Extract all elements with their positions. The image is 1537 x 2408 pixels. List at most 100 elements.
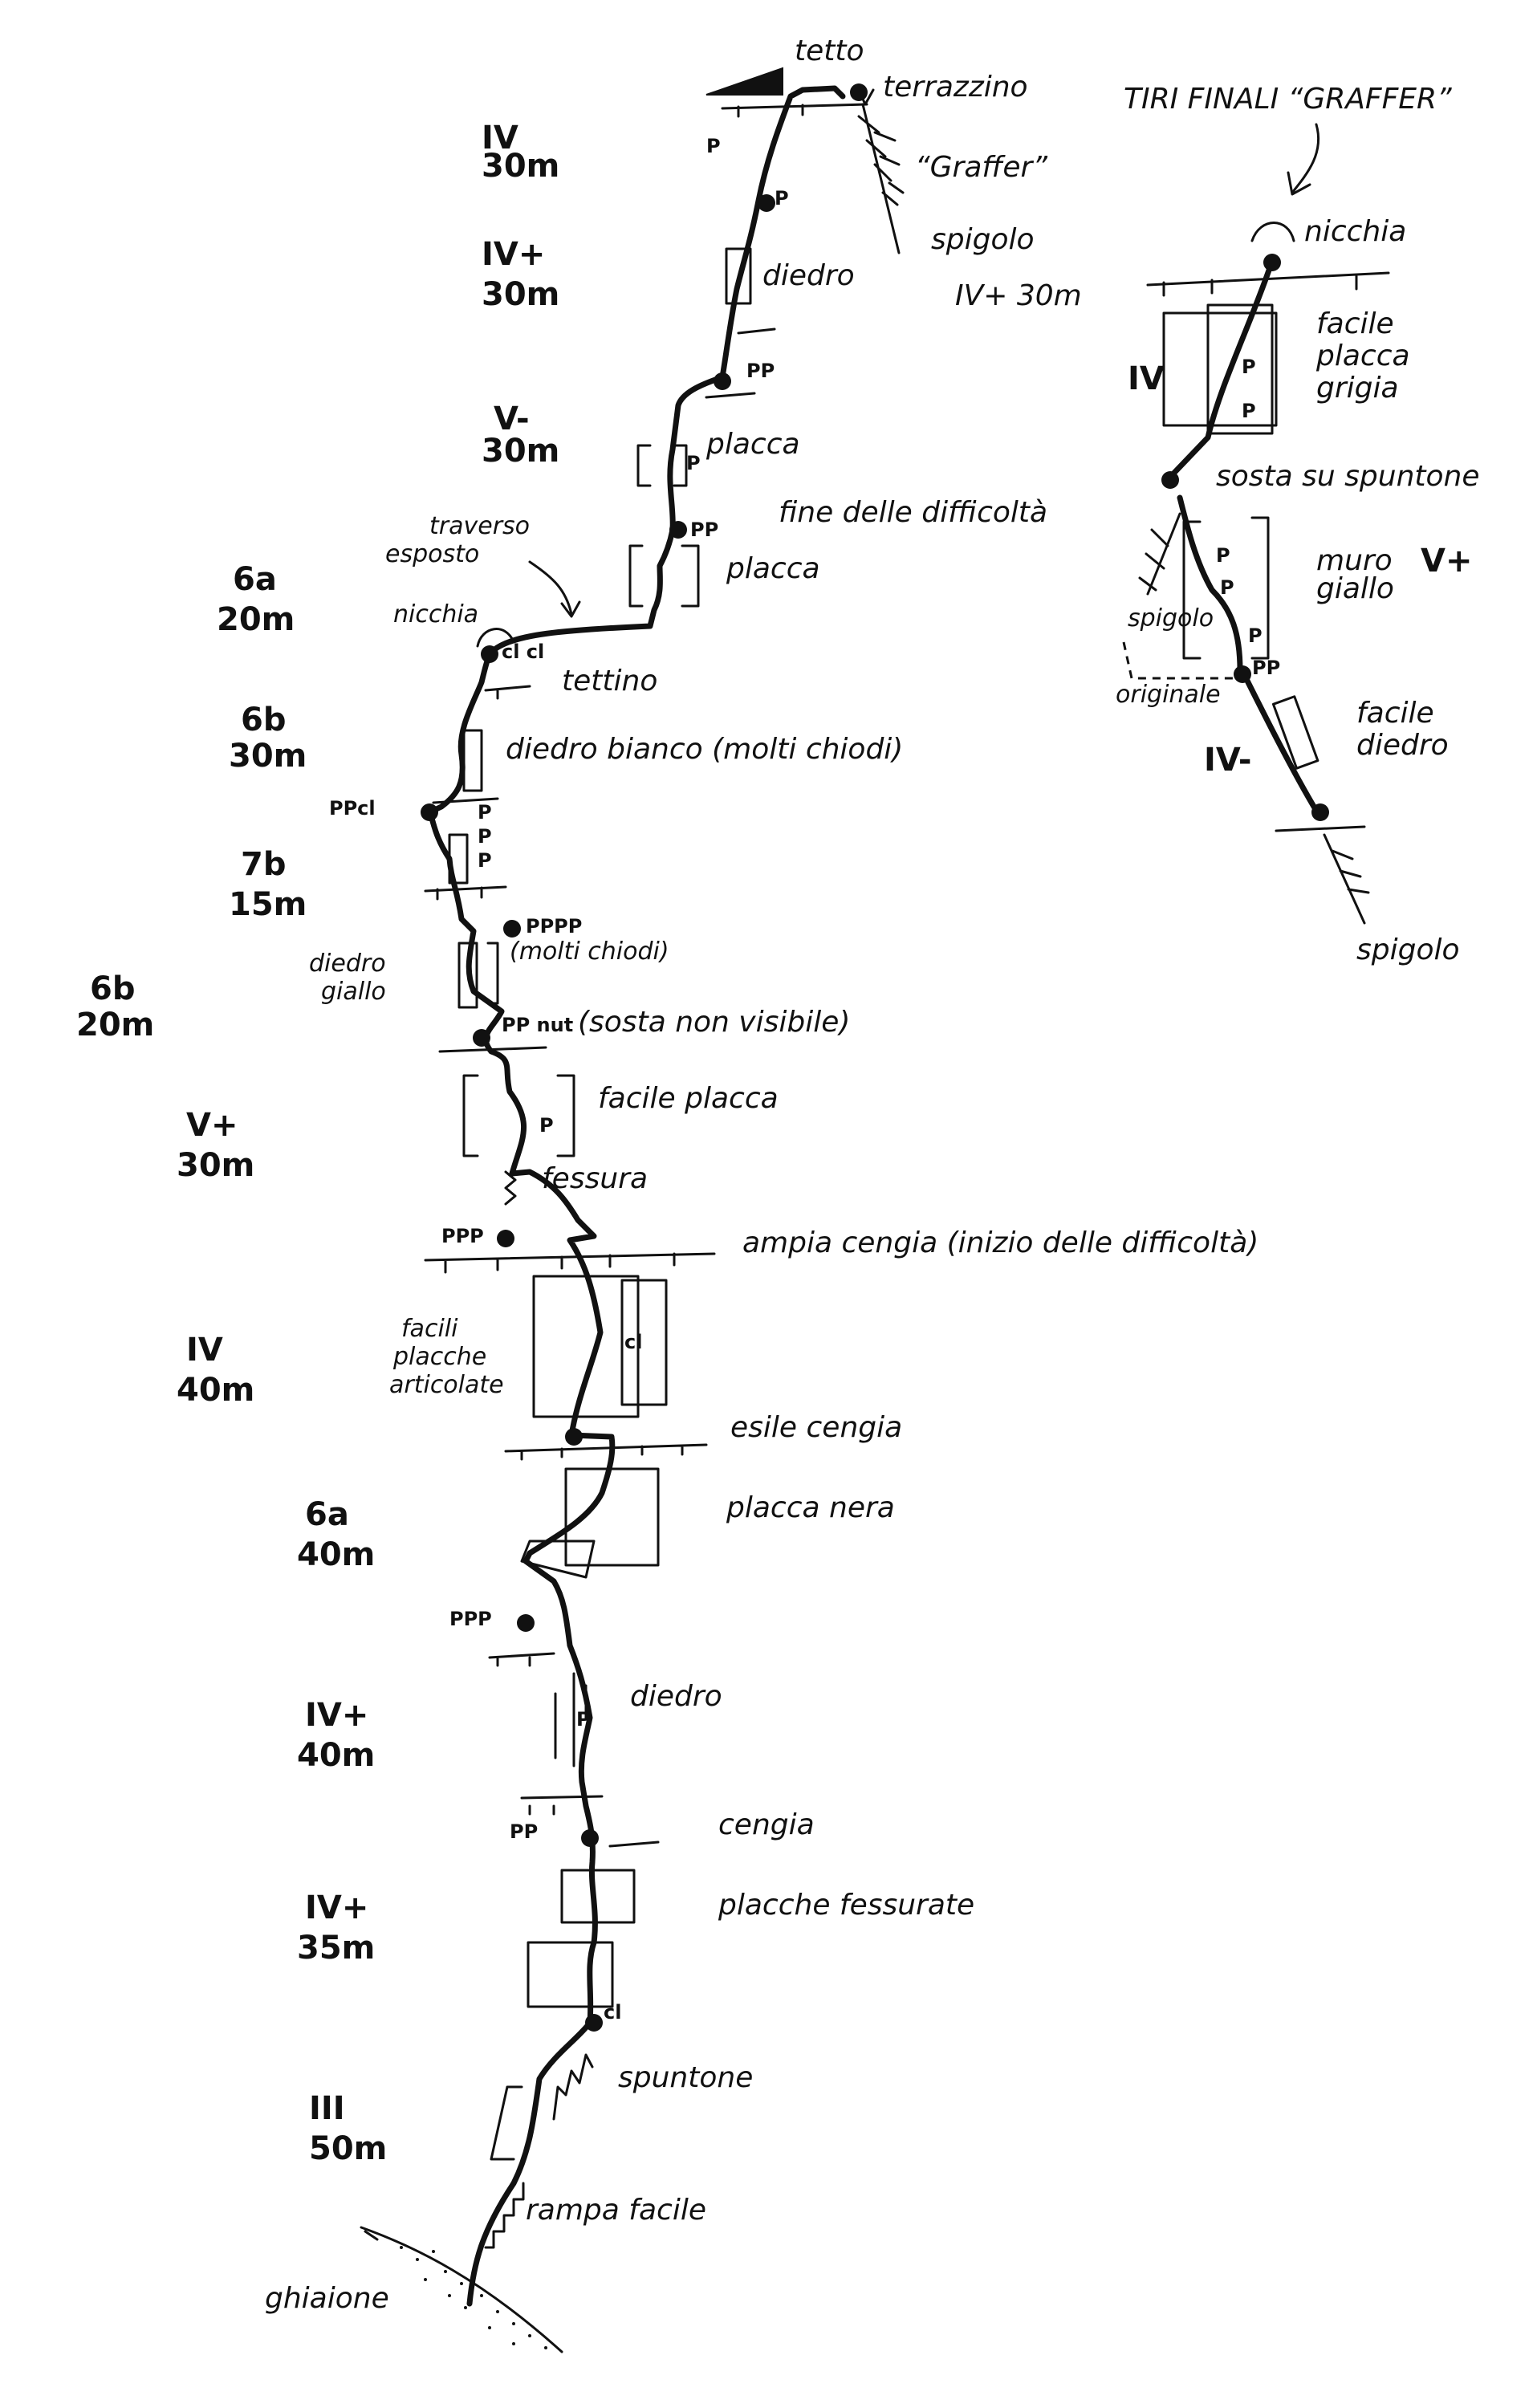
belay-stations-main xyxy=(421,83,868,2032)
tettino-mark xyxy=(484,685,531,700)
placca-nera-slab xyxy=(520,1540,596,1579)
placca-nera-box xyxy=(564,1467,660,1567)
grade-p8: 7b xyxy=(241,846,286,883)
finale-anchor-p-2: P xyxy=(1242,400,1256,422)
anchor-clcl: cl cl xyxy=(502,641,544,663)
anchor-labels: PP PP cl cl PPcl PPPP PP nut PPP PPP PP … xyxy=(329,135,789,2024)
anchor-pp-top: PP xyxy=(746,360,775,382)
label-fine-difficolta: fine delle difficoltà xyxy=(779,496,1047,529)
feature-labels: tetto terrazzino “Graffer” spigolo IV+ 3… xyxy=(265,35,1258,2315)
label-facili-3: articolate xyxy=(389,1371,504,1399)
finale-muro-box xyxy=(1182,516,1270,660)
label-diedro-giallo-2: giallo xyxy=(321,978,386,1006)
length-p13: 30m xyxy=(482,148,559,185)
label-tetto: tetto xyxy=(795,35,864,67)
label-fessura: fessura xyxy=(542,1162,648,1195)
finale-muro-grade: V+ xyxy=(1421,543,1472,580)
label-facili-2: placche xyxy=(392,1343,486,1371)
length-p9: 30m xyxy=(229,738,307,775)
grade-p6: V+ xyxy=(186,1107,238,1144)
anchor-cl-low: cl xyxy=(604,2001,621,2024)
finale-labels: nicchia facile placca grigia IV sosta su… xyxy=(1116,215,1480,966)
esile-cengia-ledge xyxy=(504,1443,708,1461)
anchor-p-7b-2: P xyxy=(478,825,492,848)
placca-mid-bracket xyxy=(628,544,700,608)
anchor-p-placca: P xyxy=(686,452,701,474)
facili-placche-box xyxy=(532,1275,640,1418)
length-p8: 15m xyxy=(229,886,307,923)
label-tettino: tettino xyxy=(562,665,657,698)
finale-grade-iv: IV xyxy=(1128,360,1165,397)
finale-muro-2: giallo xyxy=(1316,572,1394,605)
label-spigolo-grade: IV+ 30m xyxy=(955,279,1082,312)
ledge-ppcl xyxy=(432,797,499,804)
grade-p1: III xyxy=(309,2090,345,2127)
finale-anchor-p-3: P xyxy=(1216,544,1230,567)
anchor-pp-cengia: PP xyxy=(510,1820,538,1843)
scree-dots xyxy=(400,2246,547,2349)
anchor-p-diedro-top-2: P xyxy=(706,135,721,157)
label-placca-mid: placca xyxy=(726,552,820,585)
label-placca-upper: placca xyxy=(705,428,800,461)
finale-anchor-p-1: P xyxy=(1242,356,1256,378)
anchor-p-7b-3: P xyxy=(478,849,492,872)
finale-spigolo-arrow xyxy=(1138,512,1181,596)
label-terrazzino: terrazzino xyxy=(883,71,1028,104)
finale-spigolo-bottom xyxy=(1323,833,1370,925)
length-p10: 20m xyxy=(217,601,295,638)
diedro-low-bracket xyxy=(554,1672,588,1767)
finale-diedro-2: diedro xyxy=(1356,729,1449,762)
rampa-steps xyxy=(484,2182,525,2249)
grade-p5: IV xyxy=(186,1332,223,1369)
label-molti-chiodi: (molti chiodi) xyxy=(510,938,669,966)
finale-originale: originale xyxy=(1116,681,1221,709)
length-p11: 30m xyxy=(482,433,559,470)
ledge-ppp xyxy=(488,1652,555,1667)
finale-grade-ivm: IV- xyxy=(1204,742,1252,779)
length-p2: 35m xyxy=(297,1930,375,1967)
facile-placca-bracket xyxy=(462,1074,575,1157)
label-spuntone: spuntone xyxy=(618,2061,753,2094)
diedro-giallo-box xyxy=(457,942,478,1009)
label-facili-1: facili xyxy=(401,1315,458,1343)
length-p5: 40m xyxy=(177,1372,254,1409)
anchor-cl-facili: cl xyxy=(624,1331,642,1353)
sosta-nonvisibile-ledge xyxy=(438,1046,547,1053)
label-ghiaione: ghiaione xyxy=(265,2282,389,2315)
grade-p11: V- xyxy=(494,401,530,437)
finale-title: TIRI FINALI “GRAFFER” xyxy=(1124,83,1452,116)
length-p12: 30m xyxy=(482,276,559,313)
ghiaione-slope xyxy=(360,2226,563,2353)
grade-p10: 6a xyxy=(233,561,277,598)
finale-diedro-1: facile xyxy=(1356,697,1434,730)
label-rampa-facile: rampa facile xyxy=(526,2194,706,2227)
length-p4: 40m xyxy=(297,1536,375,1573)
grade-p4: 6a xyxy=(305,1496,349,1533)
label-sosta-non-visibile: (sosta non visibile) xyxy=(578,1006,850,1039)
finale-sosta-spuntone: sosta su spuntone xyxy=(1216,460,1480,493)
grade-p7: 6b xyxy=(90,970,135,1007)
length-p1: 50m xyxy=(309,2130,387,2167)
finale-muro-1: muro xyxy=(1316,544,1393,577)
label-diedro-top: diedro xyxy=(762,259,855,292)
finale-diedro-box xyxy=(1271,695,1319,770)
grade-p12: IV+ xyxy=(482,236,545,273)
placche-box-1 xyxy=(527,1941,614,2008)
grade-p3: IV+ xyxy=(305,1697,368,1734)
finale-placca-box-2 xyxy=(1206,303,1274,435)
finale-placca-1: facile xyxy=(1316,307,1394,340)
label-ampia-cengia: ampia cengia (inizio delle difficoltà) xyxy=(742,1226,1258,1259)
label-nicchia: nicchia xyxy=(393,600,478,628)
diedro-top-box xyxy=(725,247,752,305)
tetto-ledge xyxy=(721,103,868,118)
finale-ledge-top xyxy=(1146,271,1390,297)
anchor-ppp-ampia: PPP xyxy=(441,1225,484,1247)
diedro-bianco-box xyxy=(462,729,483,792)
anchor-ppnut: PP nut xyxy=(502,1014,573,1036)
anchor-p-facile: P xyxy=(539,1114,554,1137)
traverso-arrow xyxy=(528,560,581,618)
anchor-p-7b-1: P xyxy=(478,801,492,824)
graffer-spigolo-line xyxy=(857,103,905,254)
grade-p9: 6b xyxy=(241,702,286,738)
